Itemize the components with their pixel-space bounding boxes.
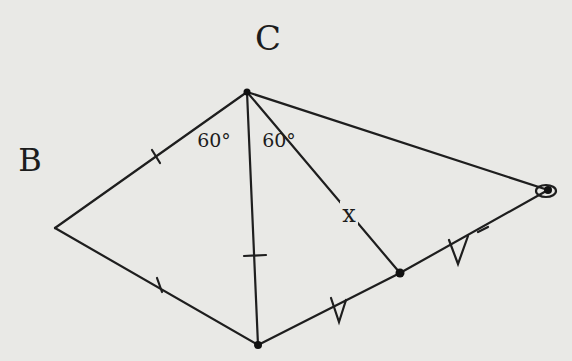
point-loop — [536, 185, 556, 197]
vertex-dot — [396, 269, 405, 278]
angle-label: 60° — [260, 130, 298, 151]
tick-mark — [152, 150, 160, 163]
tick-mark — [449, 236, 468, 264]
length-label: x — [340, 201, 358, 227]
tick-mark — [244, 255, 266, 256]
segment — [247, 92, 400, 273]
tick-mark — [331, 298, 346, 322]
tick-mark — [157, 278, 162, 292]
segment — [55, 92, 247, 228]
angle-label: 60° — [195, 130, 233, 151]
segment — [55, 228, 258, 345]
tick-mark — [478, 227, 488, 232]
vertex-dot — [244, 89, 251, 96]
segment — [247, 92, 258, 345]
segment — [247, 92, 548, 190]
point-label: B — [16, 143, 44, 177]
point-label: C — [253, 20, 283, 56]
segment — [258, 273, 400, 345]
vertex-dot — [544, 186, 552, 194]
vertex-dot — [254, 341, 262, 349]
segment — [400, 190, 548, 273]
